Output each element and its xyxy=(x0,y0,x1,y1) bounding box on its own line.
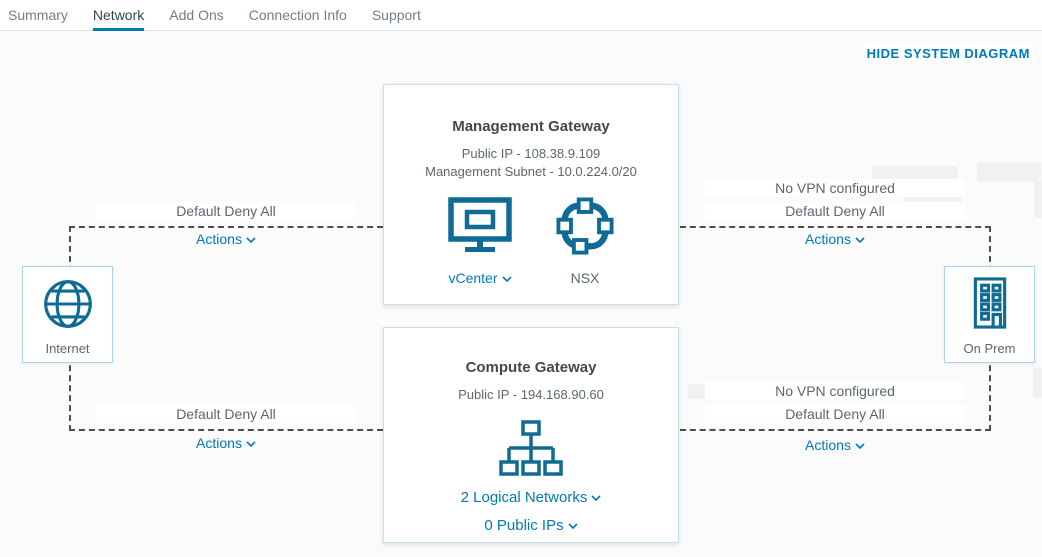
mgw-onprem-actions-link[interactable]: Actions xyxy=(705,231,965,247)
network-tree-icon xyxy=(498,420,564,481)
shimmer-patch xyxy=(1034,182,1042,218)
nsx-ring-icon xyxy=(556,197,614,260)
chevron-down-icon xyxy=(246,237,256,243)
management-gateway-card: Management Gateway Public IP - 108.38.9.… xyxy=(383,84,679,305)
onprem-node: On Prem xyxy=(944,266,1035,363)
chevron-down-icon xyxy=(501,276,512,282)
management-gateway-title: Management Gateway xyxy=(452,118,610,135)
hide-system-diagram-link[interactable]: HIDE SYSTEM DIAGRAM xyxy=(862,44,1034,63)
compute-gateway-public-ip: Public IP - 194.168.90.60 xyxy=(458,387,604,402)
public-ips-link[interactable]: 0 Public IPs xyxy=(484,517,578,534)
onprem-node-label: On Prem xyxy=(963,341,1016,356)
management-gateway-public-ip: Public IP - 108.38.9.109 xyxy=(461,146,601,161)
compute-gateway-title: Compute Gateway xyxy=(465,359,597,376)
logical-networks-link[interactable]: 2 Logical Networks xyxy=(461,489,602,506)
monitor-icon xyxy=(448,197,512,260)
building-icon xyxy=(967,275,1013,336)
mgw-internet-deny-label: Default Deny All xyxy=(96,202,356,220)
cgw-internet-deny-label: Default Deny All xyxy=(96,405,356,423)
internet-connector-lines xyxy=(69,226,383,431)
tab-add-ons[interactable]: Add Ons xyxy=(169,7,224,23)
chevron-down-icon xyxy=(591,494,601,501)
cgw-onprem-vpn-label: No VPN configured xyxy=(705,382,965,400)
compute-gateway-card: Compute Gateway Public IP - 194.168.90.6… xyxy=(383,327,679,543)
mgw-onprem-deny-label: Default Deny All xyxy=(705,202,965,220)
chevron-down-icon xyxy=(568,522,578,529)
tab-network[interactable]: Network xyxy=(92,7,145,31)
shimmer-patch xyxy=(1033,368,1042,398)
tab-summary[interactable]: Summary xyxy=(8,7,68,23)
chevron-down-icon xyxy=(855,443,865,449)
chevron-down-icon xyxy=(246,441,256,447)
internet-node: Internet xyxy=(22,266,113,363)
mgw-onprem-vpn-label: No VPN configured xyxy=(705,179,965,197)
tab-support[interactable]: Support xyxy=(371,7,421,23)
globe-icon xyxy=(41,277,95,336)
tab-bar: Summary Network Add Ons Connection Info … xyxy=(0,0,1042,31)
vcenter-link[interactable]: vCenter xyxy=(448,270,512,286)
tab-connection-info[interactable]: Connection Info xyxy=(248,7,347,23)
shimmer-patch xyxy=(977,162,1041,182)
nsx-label: NSX xyxy=(570,270,600,286)
mgw-internet-actions-link[interactable]: Actions xyxy=(96,231,356,247)
management-gateway-subnet: Management Subnet - 10.0.224.0/20 xyxy=(425,164,637,179)
cgw-onprem-actions-link[interactable]: Actions xyxy=(705,437,965,453)
internet-node-label: Internet xyxy=(45,341,90,356)
chevron-down-icon xyxy=(855,237,865,243)
cgw-onprem-deny-label: Default Deny All xyxy=(705,405,965,423)
cgw-internet-actions-link[interactable]: Actions xyxy=(96,435,356,451)
